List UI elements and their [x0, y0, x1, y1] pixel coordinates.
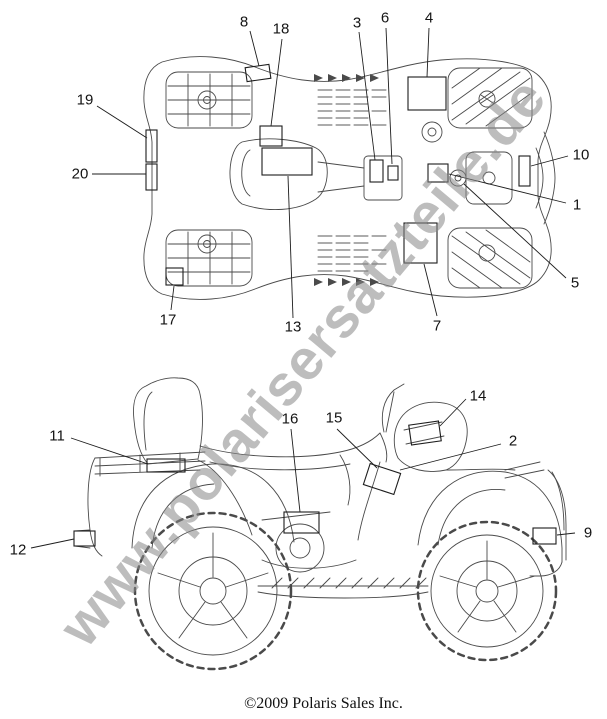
callout-number-8: 8	[239, 13, 249, 31]
decal-arrow-marks	[314, 74, 379, 286]
callout-number-11: 11	[49, 427, 65, 445]
callout-number-1: 1	[572, 196, 582, 214]
callout-number-19: 19	[76, 91, 94, 109]
callout-number-14: 14	[469, 387, 487, 405]
callout-number-9: 9	[583, 524, 593, 542]
callout-number-10: 10	[572, 146, 590, 164]
callout-number-2: 2	[508, 432, 518, 450]
callout-number-3: 3	[352, 14, 362, 32]
callout-number-15: 15	[325, 409, 343, 427]
callout-number-18: 18	[272, 20, 290, 38]
decal-location-boxes	[73, 63, 557, 547]
callout-number-5: 5	[570, 274, 580, 292]
callout-number-16: 16	[281, 410, 299, 428]
callout-number-7: 7	[432, 317, 442, 335]
side-view-diagram	[74, 377, 567, 671]
callout-number-13: 13	[284, 318, 302, 336]
callout-leader-lines	[30, 27, 576, 549]
callout-number-6: 6	[380, 9, 390, 27]
copyright-text: ©2009 Polaris Sales Inc.	[244, 695, 403, 712]
top-view-diagram	[143, 56, 556, 300]
callout-number-12: 12	[9, 541, 27, 559]
callout-number-17: 17	[159, 311, 177, 329]
callout-number-4: 4	[424, 9, 434, 27]
callout-number-20: 20	[71, 165, 89, 183]
